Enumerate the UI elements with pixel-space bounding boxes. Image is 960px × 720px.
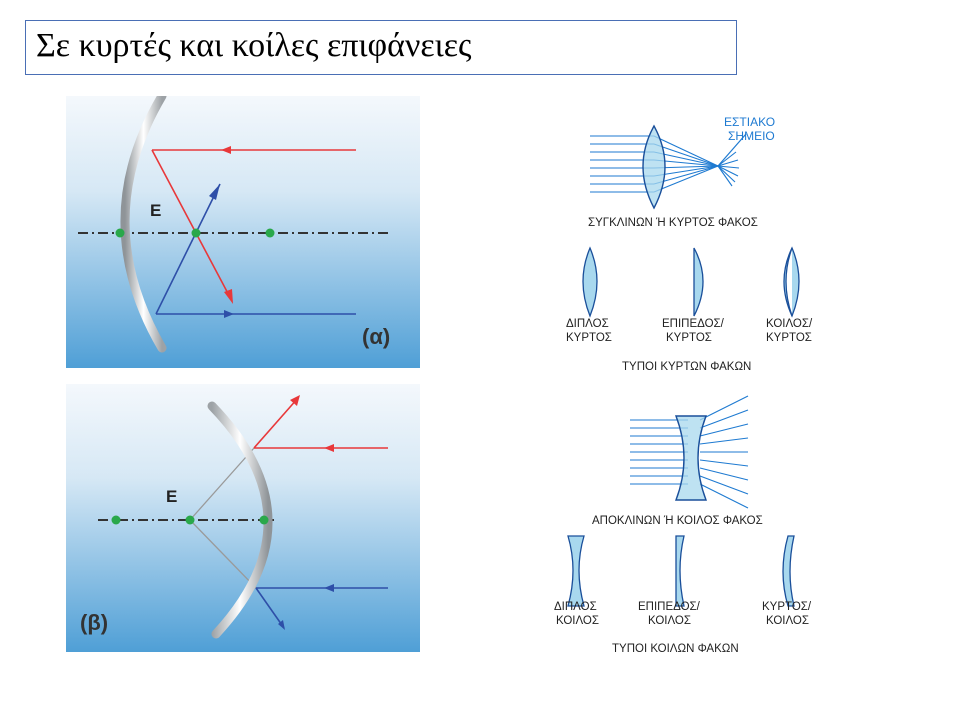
reflected-ray-blue-arrow — [224, 310, 234, 318]
focus-point — [191, 228, 201, 238]
type-label: ΚΟΙΛΟΣ — [556, 615, 599, 627]
plano-concave-lens — [675, 535, 685, 607]
reflected-ray-red — [151, 149, 233, 302]
incident-ray-blue — [155, 183, 221, 315]
reflected-ray-red-arrow — [290, 395, 300, 406]
focus-label: E — [150, 201, 161, 220]
focus-label: E — [166, 487, 177, 506]
convex-types-caption: ΤΥΠΟΙ ΚΥΡΤΩΝ ΦΑΚΩΝ — [622, 361, 751, 373]
converging-lens — [642, 124, 666, 210]
type-label: ΚΥΡΤΟΣ — [566, 332, 612, 344]
lens-types-diagram: ΕΣΤΙΑΚΟ ΣΗΜΕΙΟ ΣΥΓΚΛΙΝΩΝ Ή ΚΥΡΤΟΣ ΦΑΚΟΣ … — [554, 115, 813, 655]
diverging-caption: ΑΠΟΚΛΙΝΩΝ Ή ΚΟΙΛΟΣ ΦΑΚΟΣ — [592, 515, 763, 527]
diverging-rays — [630, 395, 749, 509]
reflected-ray-blue — [255, 587, 285, 629]
focus-point — [185, 515, 195, 525]
center-point — [111, 515, 121, 525]
type-label: ΚΥΡΤΟΣ — [766, 332, 812, 344]
type-label: ΔΙΠΛΟΣ — [554, 601, 597, 613]
virtual-line-top — [189, 447, 255, 521]
focal-point-label-1: ΕΣΤΙΑΚΟ — [724, 115, 775, 129]
type-label: ΚΥΡΤΟΣ — [666, 332, 712, 344]
type-label: ΚΟΙΛΟΣ — [766, 615, 809, 627]
double-concave-lens — [567, 535, 585, 607]
focal-point-label-2: ΣΗΜΕΙΟ — [728, 129, 775, 143]
type-label: ΕΠΙΠΕΔΟΣ/ — [638, 601, 701, 613]
type-label: ΚΟΙΛΟΣ/ — [766, 318, 813, 330]
incident-ray-red-arrow — [221, 146, 231, 154]
panel-b-label: (β) — [80, 610, 108, 635]
converging-caption: ΣΥΓΚΛΙΝΩΝ Ή ΚΥΡΤΟΣ ΦΑΚΟΣ — [588, 217, 758, 229]
type-label: ΚΟΙΛΟΣ — [648, 615, 691, 627]
reflected-ray-red — [253, 397, 299, 449]
vertex-point — [259, 515, 269, 525]
title-box: Σε κυρτές και κοίλες επιφάνειες — [25, 20, 737, 75]
reflected-ray-blue-arrow — [278, 620, 285, 630]
focal-pointer — [717, 133, 747, 167]
slide-title: Σε κυρτές και κοίλες επιφάνειες — [36, 27, 472, 64]
panel-a-label: (α) — [362, 324, 390, 349]
convex-mirror-diagram: E (β) — [66, 384, 420, 652]
incident-ray-blue-arrow — [209, 184, 220, 200]
concave-mirror-diagram: E (α) — [66, 96, 420, 368]
type-label: ΕΠΙΠΕΔΟΣ/ — [662, 318, 725, 330]
virtual-line-bottom — [189, 519, 257, 589]
center-point — [265, 228, 275, 238]
vertex-point — [115, 228, 125, 238]
double-convex-lens — [582, 246, 598, 318]
type-label: ΚΥΡΤΟΣ/ — [762, 601, 812, 613]
concave-types-caption: ΤΥΠΟΙ ΚΟΙΛΩΝ ΦΑΚΩΝ — [612, 643, 739, 655]
type-label: ΔΙΠΛΟΣ — [566, 318, 609, 330]
incident-ray-red-arrow — [324, 444, 334, 452]
plano-convex-lens — [693, 247, 704, 317]
diverging-lens — [674, 415, 708, 501]
incident-ray-blue-arrow — [324, 584, 334, 592]
concave-mirror — [120, 96, 167, 353]
reflected-ray-red-arrow — [224, 289, 233, 304]
convex-concave-lens — [782, 535, 795, 607]
